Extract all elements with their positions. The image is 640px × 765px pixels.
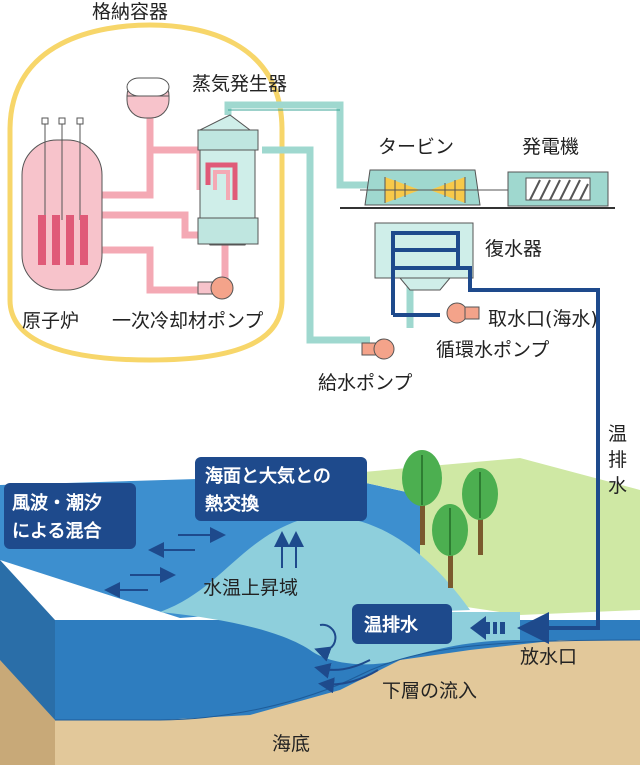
pressurizer bbox=[126, 77, 170, 119]
warm-discharge-label: 温排水 bbox=[364, 614, 419, 636]
feedwater-pump-icon bbox=[361, 338, 395, 360]
tree-icon bbox=[432, 504, 468, 588]
vertical-char: 水 bbox=[608, 475, 627, 497]
trees bbox=[402, 450, 498, 588]
condenser-label: 復水器 bbox=[485, 238, 542, 260]
warm-discharge-box: 温排水 bbox=[352, 604, 452, 644]
primary-pump-icon bbox=[197, 276, 234, 300]
mixing-arrows bbox=[104, 527, 226, 598]
heat-exchange-line-1: 海面と大気との bbox=[205, 465, 331, 487]
wind-mixing-box: 風波・潮汐 による混合 bbox=[4, 483, 136, 549]
wind-mixing-line-2: による混合 bbox=[12, 520, 102, 542]
heat-exchange-line-2: 熱交換 bbox=[205, 493, 260, 515]
inflow-arrow-icon bbox=[314, 659, 371, 679]
reactor-label: 原子炉 bbox=[22, 310, 79, 332]
circulating-pump-label: 循環水ポンプ bbox=[436, 339, 549, 361]
feedwater-pump-label: 給水ポンプ bbox=[318, 372, 412, 394]
heat-arrows bbox=[274, 531, 304, 568]
circulating-pump-icon bbox=[446, 302, 480, 324]
warm-discharge-vertical-label: 温 排 水 bbox=[608, 423, 627, 497]
warm-region-label: 水温上昇域 bbox=[203, 577, 298, 599]
containment-label: 格納容器 bbox=[92, 1, 168, 23]
reactor-vessel bbox=[21, 117, 103, 291]
outlet-label: 放水口 bbox=[520, 646, 577, 668]
tree-icon bbox=[462, 468, 498, 555]
vertical-char: 排 bbox=[608, 449, 627, 471]
vertical-char: 温 bbox=[608, 423, 627, 445]
warm-surface-region bbox=[160, 516, 470, 612]
seabed-label: 海底 bbox=[272, 733, 310, 755]
generator-label: 発電機 bbox=[522, 136, 579, 158]
heat-exchange-box: 海面と大気との 熱交換 bbox=[195, 457, 367, 521]
discharge-flow-icon bbox=[470, 616, 505, 640]
sea-deep bbox=[55, 620, 640, 720]
turbine-label: タービン bbox=[378, 136, 454, 158]
inflow-arrow-icon bbox=[318, 669, 379, 694]
steam-generator bbox=[197, 114, 259, 246]
primary-pump-label: 一次冷却材ポンプ bbox=[112, 310, 263, 332]
seabed-left-face bbox=[0, 660, 55, 765]
containment-vessel bbox=[7, 22, 285, 363]
tree-icon bbox=[402, 450, 442, 545]
lower-inflow-label: 下層の流入 bbox=[382, 680, 477, 702]
cooling-water-loop bbox=[391, 231, 600, 644]
swirl-arrows bbox=[314, 623, 379, 694]
generator bbox=[507, 171, 609, 207]
land bbox=[330, 458, 640, 615]
intake-label: 取水口(海水) bbox=[488, 308, 598, 330]
turbine bbox=[360, 169, 510, 206]
swirl-icon bbox=[314, 623, 337, 662]
steam-generator-label: 蒸気発生器 bbox=[192, 73, 287, 95]
wind-mixing-line-1: 風波・潮汐 bbox=[12, 492, 102, 514]
